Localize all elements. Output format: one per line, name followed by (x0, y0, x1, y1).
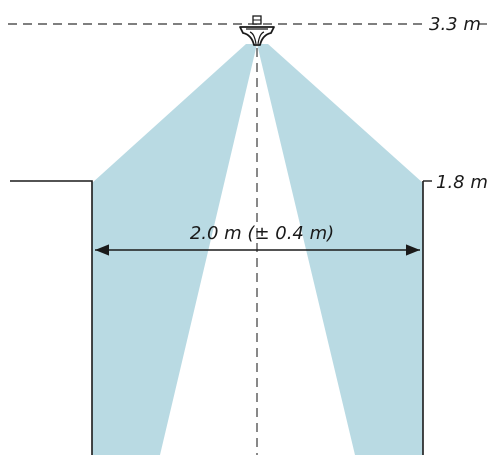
ceiling-height-label: 3.3 m (429, 14, 481, 35)
ceiling-sensor-icon (239, 15, 275, 46)
left-zone-boundary (10, 180, 93, 455)
zone-height-label: 1.8 m (436, 172, 488, 193)
width-label: 2.0 m (± 0.4 m) (190, 223, 334, 244)
